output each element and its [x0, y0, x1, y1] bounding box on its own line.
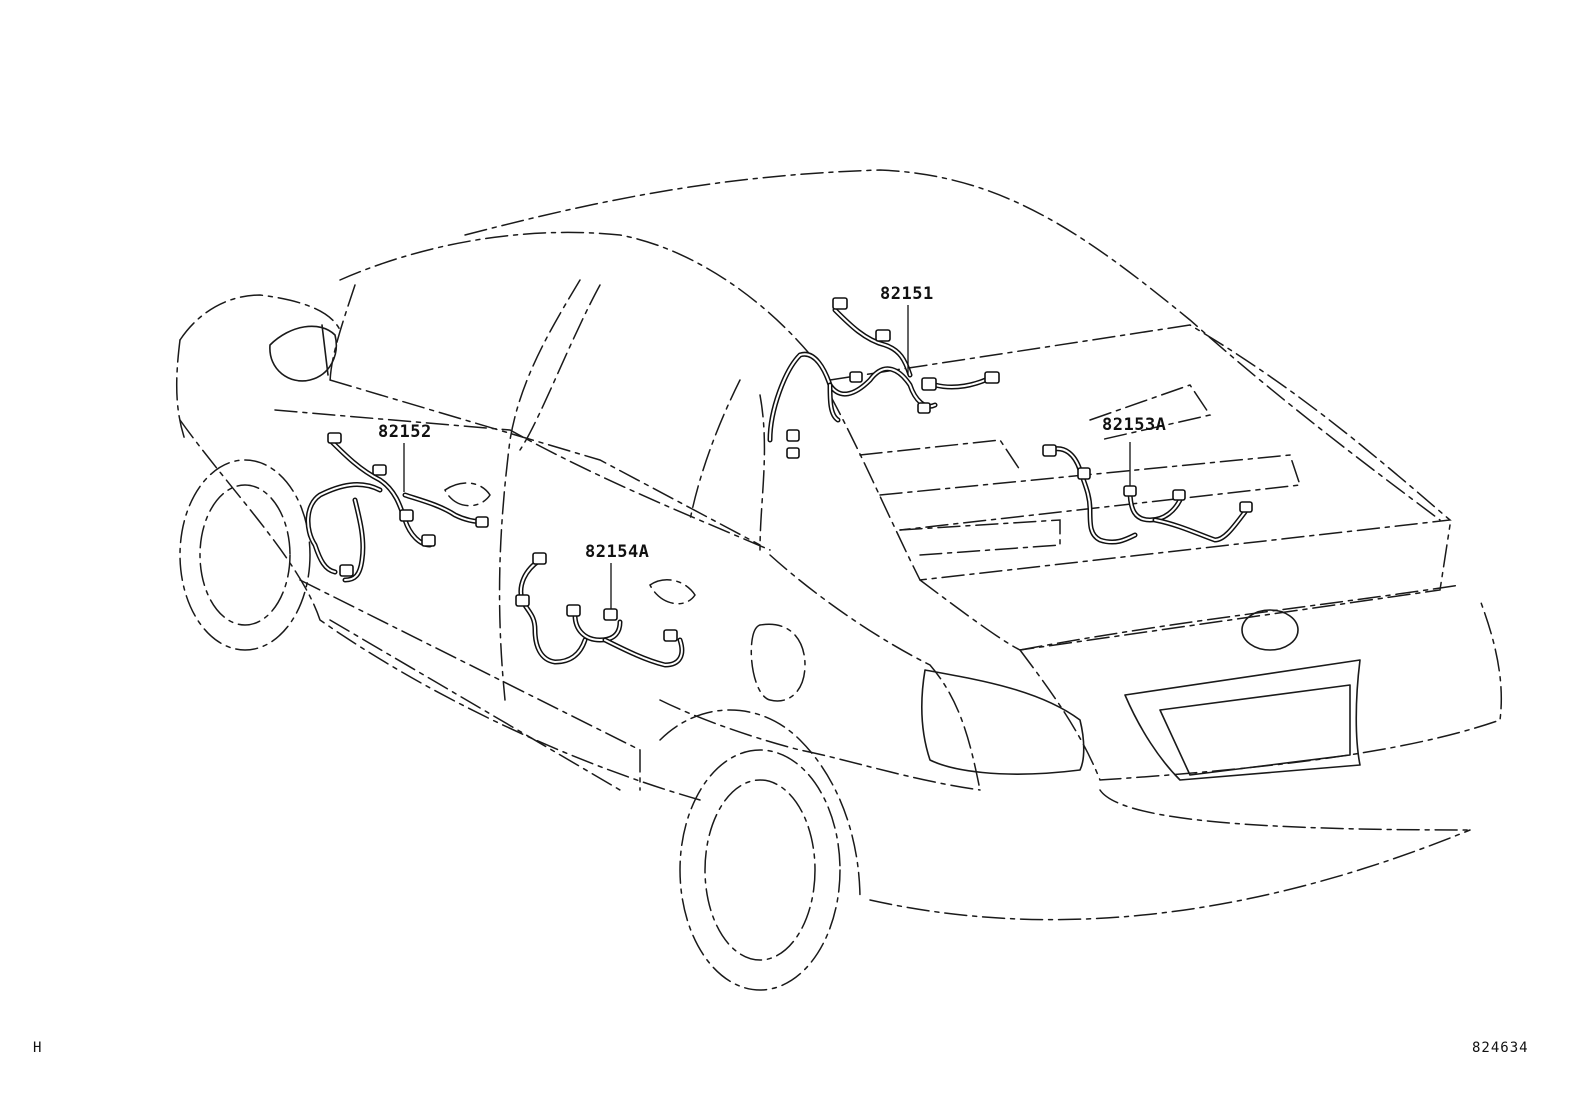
callout-82152: 82152 — [378, 422, 432, 442]
connector-82151-f — [786, 429, 800, 442]
connector-82153a-d — [1172, 489, 1186, 501]
connector-82153a-a — [1042, 444, 1057, 457]
connector-82151-b — [875, 329, 891, 342]
connector-82151-d — [921, 377, 937, 391]
connector-82151-c — [984, 371, 1000, 384]
connector-82152-a — [327, 432, 342, 444]
connector-82153a-b — [1077, 467, 1091, 480]
tail-lamp — [920, 669, 1085, 775]
rear-emblem — [1241, 609, 1299, 651]
corner-code-label: H — [33, 1040, 43, 1056]
connector-82153a-c — [1123, 485, 1137, 497]
roof-wire-harness — [767, 297, 1000, 459]
illustration-number: 824634 — [1472, 1040, 1529, 1056]
connector-82151-g — [786, 447, 800, 459]
connector-82152-c — [399, 509, 414, 522]
rear-door-wire-harness — [515, 552, 685, 668]
connector-82151-h — [917, 402, 931, 414]
front-wheel — [179, 459, 311, 651]
connector-82154a-c — [566, 604, 581, 617]
connector-82154a-b — [515, 594, 530, 607]
connector-82153a-e — [1239, 501, 1253, 513]
rear-wheel — [659, 709, 861, 991]
connector-82152-f — [475, 516, 489, 528]
callout-82151: 82151 — [880, 284, 934, 304]
side-mirror — [269, 324, 337, 382]
callout-82153a: 82153A — [1102, 415, 1167, 435]
connector-82152-b — [372, 464, 387, 476]
connector-82152-d — [421, 534, 436, 547]
connector-82151-a — [832, 297, 848, 310]
license-plate-recess — [1124, 659, 1361, 781]
callout-82154a: 82154A — [585, 542, 650, 562]
front-door-wire-harness — [305, 432, 489, 583]
luggage-room-wire-harness — [1042, 442, 1253, 545]
connector-82154a-a — [532, 552, 547, 565]
connector-82152-e — [339, 564, 354, 577]
car-body-outline — [176, 169, 1503, 921]
connector-82151-e — [849, 371, 863, 383]
connector-82154a-e — [663, 629, 678, 642]
connector-82154a-d — [603, 608, 618, 621]
